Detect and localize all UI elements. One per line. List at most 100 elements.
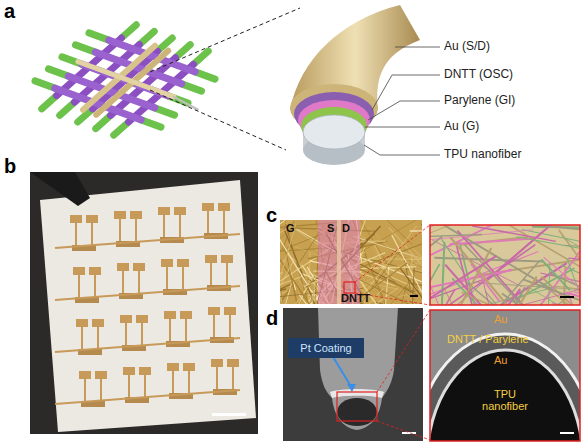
- electrode-line: [91, 223, 93, 245]
- electrode-line: [179, 215, 181, 237]
- leader-line: [392, 75, 440, 76]
- electrode-line: [169, 319, 171, 341]
- electrode-line: [138, 271, 140, 293]
- electrode-line: [84, 379, 86, 401]
- leader-line: [372, 75, 392, 110]
- electrode-line: [163, 215, 165, 237]
- fiber-strand: [280, 260, 294, 304]
- leader-line: [400, 101, 440, 102]
- contact-pad: [218, 203, 230, 211]
- contact-pad: [180, 311, 192, 319]
- electrode-line: [226, 263, 228, 285]
- electrode-line: [172, 371, 174, 393]
- pointer-head: [347, 384, 356, 392]
- nanofiber-mesh: [35, 25, 215, 135]
- electrode-line: [223, 211, 225, 233]
- layer-label: Au (G): [444, 120, 479, 133]
- scale-bar: [410, 295, 418, 297]
- layer-label: TPU nanofiber: [470, 388, 540, 412]
- contact-pad: [130, 211, 142, 219]
- fiber-strand: [392, 235, 422, 304]
- fiber-strand: [378, 267, 415, 300]
- electrode-line: [229, 315, 231, 337]
- fiber-strand: [444, 248, 492, 305]
- electrode-label: G: [286, 222, 295, 234]
- electrode-line: [78, 275, 80, 297]
- fiber-strand: [411, 256, 422, 264]
- fiber-texture: [430, 225, 580, 305]
- contact-pad: [133, 263, 145, 271]
- fiber-strand: [483, 283, 502, 305]
- panel-letter: a: [4, 0, 15, 22]
- leader-line: [364, 145, 380, 155]
- image-background: [283, 308, 423, 441]
- gate-line: [55, 286, 240, 300]
- gate-line: [55, 234, 240, 248]
- contact-pad: [139, 367, 151, 375]
- fiber-strand: [417, 231, 422, 270]
- fiber-strand: [566, 293, 580, 305]
- contact-pad: [211, 359, 223, 367]
- pt-layer: [330, 389, 384, 398]
- panel-letter: c: [266, 204, 277, 226]
- contact-pad: [117, 263, 129, 271]
- zoom-box: [337, 392, 377, 421]
- contact-pad: [73, 267, 85, 275]
- layer-label: Au: [494, 354, 507, 366]
- fiber-strand: [461, 292, 536, 305]
- electrode-line: [75, 223, 77, 245]
- layer-label: DNTT / Parylene: [447, 333, 529, 345]
- fiber-strand: [430, 230, 533, 244]
- fiber-strand: [430, 289, 455, 305]
- fiber-column: [318, 308, 398, 430]
- electrode-line: [100, 379, 102, 401]
- zoom-line: [355, 225, 430, 282]
- contact-pad: [167, 363, 179, 371]
- electrode-line: [213, 315, 215, 337]
- layer-label: TPU nanofiber: [444, 148, 521, 161]
- fiber-strand: [421, 223, 422, 256]
- electrode-line: [216, 367, 218, 389]
- contact-pad: [114, 211, 126, 219]
- fiber-strand: [280, 272, 283, 304]
- layer-label: Au: [494, 313, 507, 325]
- electrode-line: [182, 267, 184, 289]
- zoom-frame: [430, 225, 580, 305]
- contact-pad: [221, 255, 233, 263]
- sem-zoom: [430, 310, 580, 441]
- fiber-strand: [430, 256, 496, 305]
- fiber-texture: [280, 220, 422, 304]
- fiber-strand: [430, 264, 440, 305]
- electrode-line: [144, 375, 146, 397]
- electrode-line: [119, 219, 121, 241]
- sem-image: [283, 308, 423, 441]
- fiber-strand: [353, 236, 422, 267]
- layered-fiber: [290, 5, 420, 165]
- leader-line: [365, 127, 440, 128]
- contact-pad: [174, 207, 186, 215]
- fiber-strand: [450, 237, 548, 305]
- electrode-line: [81, 327, 83, 349]
- electrode-line: [188, 371, 190, 393]
- contact-pad: [123, 367, 135, 375]
- contact-pad: [177, 259, 189, 267]
- zoom-frame: [430, 310, 580, 441]
- contact-pad: [202, 203, 214, 211]
- device-photo: [30, 172, 258, 434]
- electrode-line: [141, 323, 143, 345]
- contact-pad: [92, 319, 104, 327]
- electrode-label: D: [342, 222, 350, 234]
- optical-image: [280, 220, 422, 304]
- electrode-fiber: [78, 62, 174, 97]
- contact-pad: [164, 311, 176, 319]
- contact-pad: [158, 207, 170, 215]
- electrode-line: [207, 211, 209, 233]
- fiber-strand: [464, 244, 566, 305]
- material-label: DNTT: [341, 292, 370, 304]
- fiber-strand: [430, 225, 451, 245]
- leader-line: [380, 155, 440, 156]
- electrode-line: [166, 267, 168, 289]
- tpu-core: [303, 115, 365, 149]
- fiber-strand: [493, 277, 536, 305]
- contact-pad: [86, 215, 98, 223]
